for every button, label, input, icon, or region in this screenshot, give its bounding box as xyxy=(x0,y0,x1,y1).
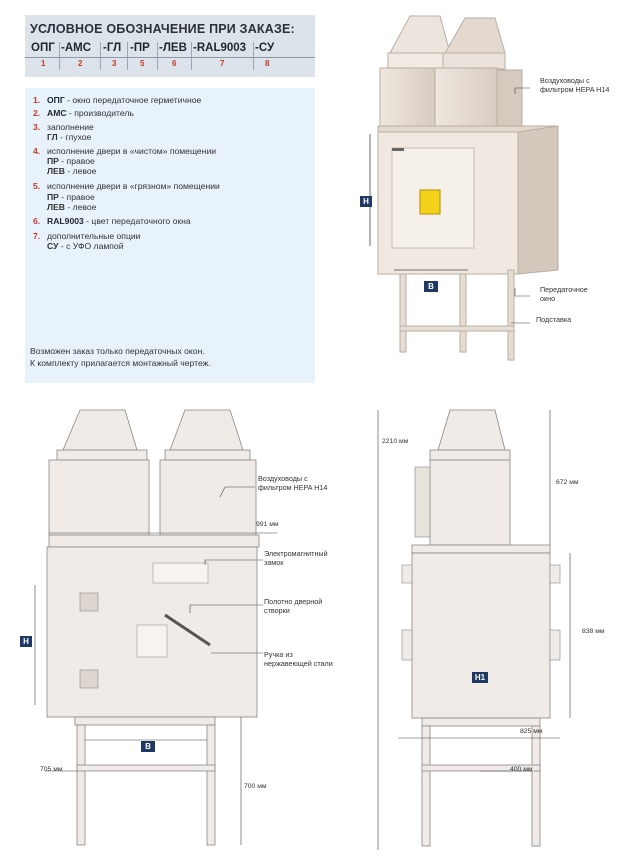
code-number: 2 xyxy=(78,59,83,68)
order-code-panel xyxy=(25,15,315,77)
code-number: 7 xyxy=(220,59,225,68)
order-code-title: УСЛОВНОЕ ОБОЗНАЧЕНИЕ ПРИ ЗАКАЗЕ: xyxy=(30,22,295,36)
code-number: 5 xyxy=(140,59,145,68)
legend-panel xyxy=(25,88,315,383)
code-separator xyxy=(253,42,254,70)
code-separator xyxy=(59,42,60,70)
label-window: Передаточное окно xyxy=(540,285,588,303)
label-ducts: Воздуховоды с фильтром HEPA H14 xyxy=(540,76,610,94)
note-drawing: К комплекту прилагается монтажный чертеж… xyxy=(30,358,211,368)
legend-item: 2.АМС - производитель xyxy=(33,108,134,118)
dimension-b-badge: B xyxy=(424,281,438,292)
code-separator xyxy=(100,42,101,70)
side-view-drawing xyxy=(377,409,571,850)
dim-672: 672 мм xyxy=(556,479,579,486)
code-number: 8 xyxy=(265,59,270,68)
front-label-lock: Электромагнитный замок xyxy=(264,549,328,567)
code-ral: -RAL9003 xyxy=(193,42,247,54)
side-dimension-h1-badge: H1 xyxy=(472,672,488,683)
code-lev: -ЛЕВ xyxy=(159,42,187,54)
code-divider xyxy=(25,57,315,58)
legend-item: 1.ОПГ - окно передаточное герметичное xyxy=(33,95,202,105)
dim-2210: 2210 мм xyxy=(382,438,409,445)
dim-991: 991 мм xyxy=(256,521,279,528)
front-dimension-b-badge: B xyxy=(141,741,155,752)
legend-item: 4.исполнение двери в «чистом» помещении xyxy=(33,146,217,156)
front-label-ducts: Воздуховоды с фильтром HEPA H14 xyxy=(258,474,328,492)
note-order: Возможен заказ только передаточных окон. xyxy=(30,346,205,356)
code-separator xyxy=(127,42,128,70)
legend-subitem: ЛЕВ - левое xyxy=(47,166,97,176)
code-separator xyxy=(157,42,158,70)
code-separator xyxy=(191,42,192,70)
legend-subitem: ГЛ - глухое xyxy=(47,132,92,142)
legend-subitem: ПР - правое xyxy=(47,156,95,166)
legend-item: 6.RAL9003 - цвет передаточного окна xyxy=(33,216,191,226)
legend-item: 3.заполнение xyxy=(33,122,94,132)
legend-subitem: ПР - правое xyxy=(47,192,95,202)
front-view-drawing xyxy=(34,409,277,846)
code-pr: -ПР xyxy=(130,42,150,54)
label-stand: Подставка xyxy=(536,315,572,324)
legend-subitem: СУ - с УФО лампой xyxy=(47,241,124,251)
code-opg: ОПГ xyxy=(31,42,55,54)
code-number: 6 xyxy=(172,59,177,68)
front-label-door: Полотно дверной створки xyxy=(264,597,323,615)
code-number: 1 xyxy=(41,59,46,68)
front-label-handle: Ручка из нержавеющей стали xyxy=(264,650,333,668)
dim-838: 838 мм xyxy=(582,628,605,635)
product-photo xyxy=(369,15,559,361)
dimension-h-badge: H xyxy=(360,196,372,207)
code-number: 3 xyxy=(112,59,117,68)
code-su: -СУ xyxy=(255,42,275,54)
code-ams: -АМС xyxy=(61,42,92,54)
dim-825: 825 мм xyxy=(520,728,543,735)
legend-subitem: ЛЕВ - левое xyxy=(47,202,97,212)
legend-item: 7.дополнительные опции xyxy=(33,231,141,241)
dim-705: 705 мм xyxy=(40,766,63,773)
code-gl: -ГЛ xyxy=(103,42,122,54)
legend-item: 5.исполнение двери в «грязном» помещении xyxy=(33,181,220,191)
front-dimension-h-badge: H xyxy=(20,636,32,647)
dim-700: 700 мм xyxy=(244,783,267,790)
dim-400: 400 мм xyxy=(510,766,533,773)
